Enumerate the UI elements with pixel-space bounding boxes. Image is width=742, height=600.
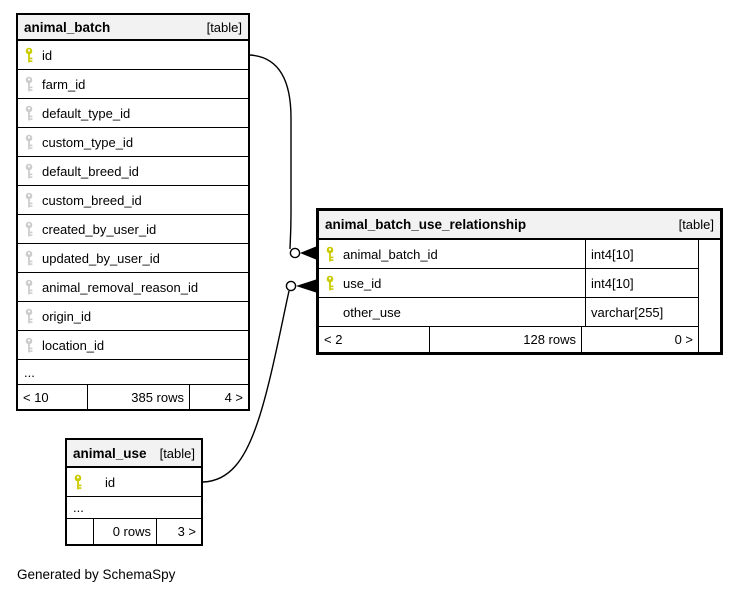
- foreign-key-icon: [24, 105, 35, 121]
- table-header-animal-batch-use-relationship[interactable]: animal_batch_use_relationship [table]: [319, 211, 720, 240]
- foreign-key-icon: [24, 221, 35, 237]
- column-name: created_by_user_id: [42, 221, 157, 237]
- ellipsis-text: ...: [73, 500, 84, 515]
- column-row-default-breed-id: default_breed_id: [18, 157, 248, 186]
- column-row-default-type-id: default_type_id: [18, 99, 248, 128]
- table-footer: < 10 385 rows 4 >: [18, 385, 248, 409]
- column-name: use_id: [343, 275, 382, 291]
- table-header-animal-batch[interactable]: animal_batch [table]: [18, 15, 248, 41]
- foreign-key-icon: [24, 163, 35, 179]
- table-tag: [table]: [678, 217, 714, 232]
- table-title: animal_batch_use_relationship: [325, 217, 527, 232]
- column-name: custom_type_id: [42, 134, 134, 150]
- foreign-key-icon: [24, 134, 35, 150]
- column-name: location_id: [42, 337, 105, 353]
- hidden-columns-ellipsis: ...: [18, 360, 248, 385]
- table-title: animal_use: [73, 445, 147, 461]
- primary-key-icon: [325, 246, 336, 262]
- column-type: int4[10]: [585, 240, 698, 268]
- table-footer: 0 rows 3 >: [67, 519, 201, 544]
- column-name: custom_breed_id: [42, 192, 142, 208]
- column-row-custom-breed-id: custom_breed_id: [18, 186, 248, 215]
- arrowhead-animal-batch-id: [300, 246, 316, 260]
- table-title: animal_batch: [24, 19, 111, 35]
- generated-by-credit: Generated by SchemaSpy: [17, 567, 176, 582]
- column-name: other_use: [343, 304, 401, 320]
- column-row-animal-batch-id: animal_batch_id int4[10]: [319, 240, 698, 269]
- primary-key-icon: [24, 47, 35, 63]
- column-row-other-use: other_use varchar[255]: [319, 298, 698, 327]
- column-row-id: id: [18, 41, 248, 70]
- table-header-animal-use[interactable]: animal_use [table]: [67, 440, 201, 468]
- column-row-farm-id: farm_id: [18, 70, 248, 99]
- column-name: default_type_id: [42, 105, 131, 121]
- column-row-use-id: use_id int4[10]: [319, 269, 698, 298]
- table-animal-use[interactable]: animal_use [table] id ... 0 rows 3 >: [65, 438, 203, 546]
- table-side-strip: [698, 240, 720, 352]
- crow-circle-animal-batch-id: [289, 247, 301, 259]
- column-name: animal_batch_id: [343, 246, 438, 262]
- column-name: origin_id: [42, 308, 92, 324]
- column-name: id: [42, 47, 53, 63]
- hidden-parents-count: < 2: [319, 327, 430, 352]
- hidden-children-count: 4 >: [224, 389, 243, 405]
- foreign-key-icon: [24, 76, 35, 92]
- hidden-parents-count: [67, 519, 94, 544]
- table-tag: [table]: [206, 19, 242, 35]
- primary-key-icon: [73, 474, 84, 490]
- ellipsis-text: ...: [24, 364, 35, 380]
- column-row-custom-type-id: custom_type_id: [18, 128, 248, 157]
- no-key-spacer: [325, 304, 336, 320]
- row-count: 0 rows: [94, 519, 157, 544]
- foreign-key-icon: [24, 250, 35, 266]
- column-name: updated_by_user_id: [42, 250, 160, 266]
- row-count: 385 rows: [88, 385, 190, 409]
- column-row-origin-id: origin_id: [18, 302, 248, 331]
- arrowhead-use-id: [296, 279, 316, 293]
- column-row-animal-removal-reason-id: animal_removal_reason_id: [18, 273, 248, 302]
- connector-animal-batch-to-relationship: [249, 54, 292, 250]
- table-footer: < 2 128 rows 0 >: [319, 327, 698, 352]
- column-name: default_breed_id: [42, 163, 139, 179]
- crow-circle-use-id: [285, 280, 297, 292]
- column-row-location-id: location_id: [18, 331, 248, 360]
- column-name: animal_removal_reason_id: [42, 279, 199, 295]
- hidden-columns-ellipsis: ...: [67, 497, 201, 519]
- foreign-key-icon: [24, 308, 35, 324]
- primary-key-icon: [325, 275, 336, 291]
- column-row-updated-by-user-id: updated_by_user_id: [18, 244, 248, 273]
- foreign-key-icon: [24, 279, 35, 295]
- table-animal-batch-use-relationship[interactable]: animal_batch_use_relationship [table] an…: [316, 208, 723, 355]
- foreign-key-icon: [24, 337, 35, 353]
- hidden-children-count: 3 >: [177, 524, 196, 539]
- row-count: 128 rows: [430, 327, 582, 352]
- hidden-parents-count: < 10: [18, 385, 88, 409]
- hidden-children-count: 0 >: [674, 332, 693, 347]
- column-name: id: [105, 474, 116, 490]
- foreign-key-icon: [24, 192, 35, 208]
- column-row-id: id: [67, 468, 201, 497]
- column-name: farm_id: [42, 76, 86, 92]
- table-animal-batch[interactable]: animal_batch [table] id farm_id default_…: [16, 13, 250, 411]
- column-type: varchar[255]: [585, 298, 698, 326]
- table-tag: [table]: [159, 445, 195, 461]
- column-type: int4[10]: [585, 269, 698, 297]
- column-row-created-by-user-id: created_by_user_id: [18, 215, 248, 244]
